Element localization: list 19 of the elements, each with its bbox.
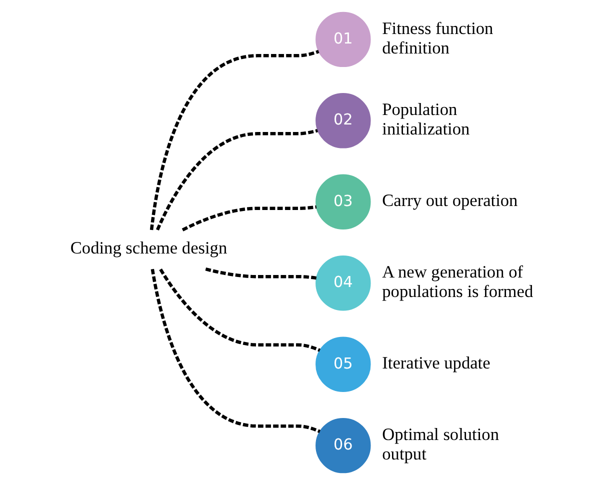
connector <box>150 268 320 434</box>
node-circle: 05 <box>315 336 370 392</box>
node-label: Optimal solution output <box>382 424 498 464</box>
connector <box>149 50 319 230</box>
node-circle: 03 <box>315 174 370 230</box>
node-label: Iterative update <box>382 353 490 372</box>
node-label: Fitness function definition <box>382 18 493 58</box>
connector <box>181 205 316 232</box>
node-label: Carry out operation <box>382 191 518 210</box>
connector <box>204 268 316 280</box>
node-circle: 06 <box>315 418 370 474</box>
node-text: Coding scheme design <box>70 238 227 258</box>
connector <box>158 268 320 352</box>
node-circle: 04 <box>315 256 370 311</box>
node-circle: 01 <box>315 12 370 68</box>
node-label: A new generation of populations is formed <box>382 262 533 301</box>
connector <box>155 128 318 231</box>
node-label: Population initialization <box>382 100 470 139</box>
node-circle: 02 <box>315 93 370 148</box>
